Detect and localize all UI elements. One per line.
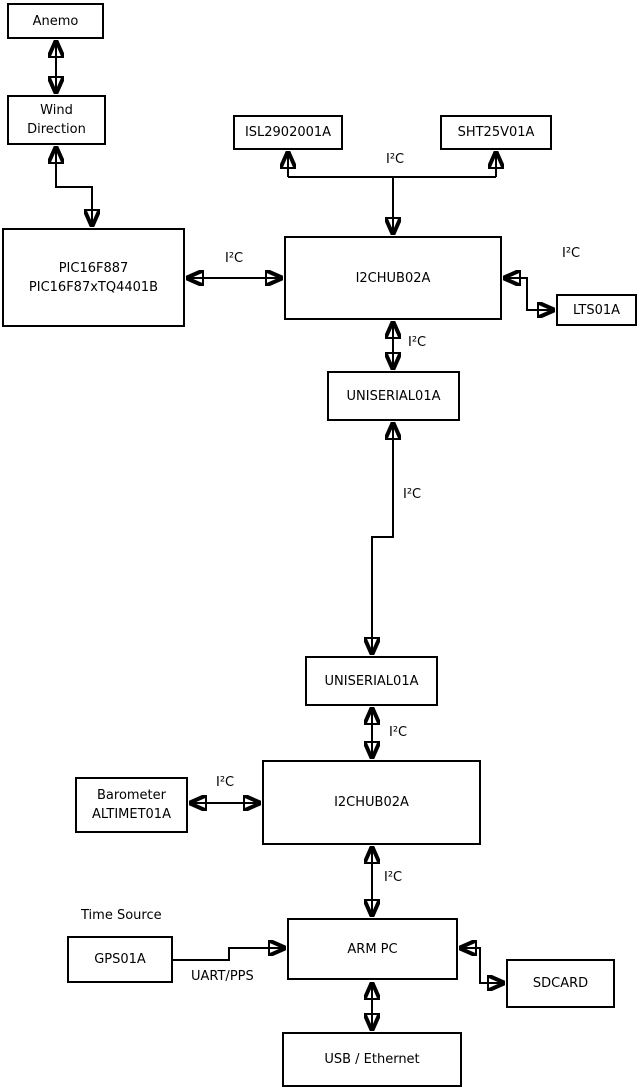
box-isl2902001a-label: ISL2902001A	[244, 125, 332, 140]
box-uniserial01a-2-label: UNISERIAL01A	[324, 673, 419, 689]
box-barometer-label-line1: Barometer	[97, 788, 166, 803]
box-i2chub02a-top-label: I2CHUB02A	[355, 270, 431, 286]
connector-armpc-sdcard	[460, 948, 504, 983]
box-barometer-label-line2: ALTIMET01A	[92, 807, 171, 822]
connector-hub1-lts	[504, 278, 554, 310]
box-i2chub02a-bottom: I2CHUB02A	[262, 760, 481, 845]
box-pic16f887: PIC16F887 PIC16F87xTQ4401B	[2, 228, 185, 327]
box-pic16f887-label-line1: PIC16F887	[58, 260, 129, 276]
box-sht25v01a: SHT25V01A	[440, 115, 552, 150]
box-gps01a: GPS01A	[67, 936, 173, 983]
box-uniserial01a-1-label: UNISERIAL01A	[346, 388, 441, 404]
box-i2chub02a-top: I2CHUB02A	[284, 236, 502, 320]
label-i2c-hub1-uniserial1: I²C	[408, 335, 427, 350]
label-i2c-barometer-hub2: I²C	[216, 775, 235, 790]
box-wind-direction-label-line2: Direction	[27, 122, 86, 137]
box-gps01a-label: GPS01A	[94, 952, 146, 967]
box-isl2902001a: ISL2902001A	[233, 115, 343, 150]
connector-gps-armpc	[173, 948, 285, 961]
box-wind-direction: Wind Direction	[7, 95, 106, 145]
label-i2c-pic-hub1: I²C	[225, 251, 244, 266]
box-uniserial01a-1: UNISERIAL01A	[327, 371, 460, 421]
box-usb-ethernet: USB / Ethernet	[282, 1032, 462, 1087]
connector-uniserial1-uniserial2	[372, 423, 393, 654]
label-i2c-uniserial2-hub2: I²C	[389, 725, 408, 740]
box-i2chub02a-bottom-label: I2CHUB02A	[334, 795, 409, 810]
connector-wind-pic	[56, 147, 92, 226]
box-pic16f887-label-line2: PIC16F87xTQ4401B	[28, 279, 159, 295]
box-wind-direction-label-line1: Wind	[40, 103, 73, 118]
box-arm-pc: ARM PC	[287, 918, 458, 980]
box-anemometer: Anemo	[7, 3, 104, 39]
label-i2c-hub2-armpc: I²C	[384, 870, 403, 885]
box-uniserial01a-2: UNISERIAL01A	[305, 656, 438, 706]
label-uart-pps: UART/PPS	[191, 969, 254, 984]
box-sht25v01a-label: SHT25V01A	[457, 125, 535, 140]
box-lts01a: LTS01A	[556, 294, 637, 326]
box-sdcard-label: SDCARD	[532, 976, 589, 991]
box-lts01a-label: LTS01A	[572, 302, 621, 318]
box-barometer-altimet01a: Barometer ALTIMET01A	[75, 777, 188, 833]
label-time-source: Time Source	[81, 908, 162, 923]
box-arm-pc-label: ARM PC	[347, 941, 398, 957]
label-i2c-uniserial-link: I²C	[403, 487, 422, 502]
box-anemometer-label: Anemo	[32, 13, 79, 29]
box-usb-ethernet-label: USB / Ethernet	[324, 1052, 420, 1067]
label-i2c-sensor-bus: I²C	[386, 152, 405, 167]
box-sdcard: SDCARD	[506, 959, 615, 1008]
label-i2c-hub1-lts: I²C	[562, 246, 581, 261]
